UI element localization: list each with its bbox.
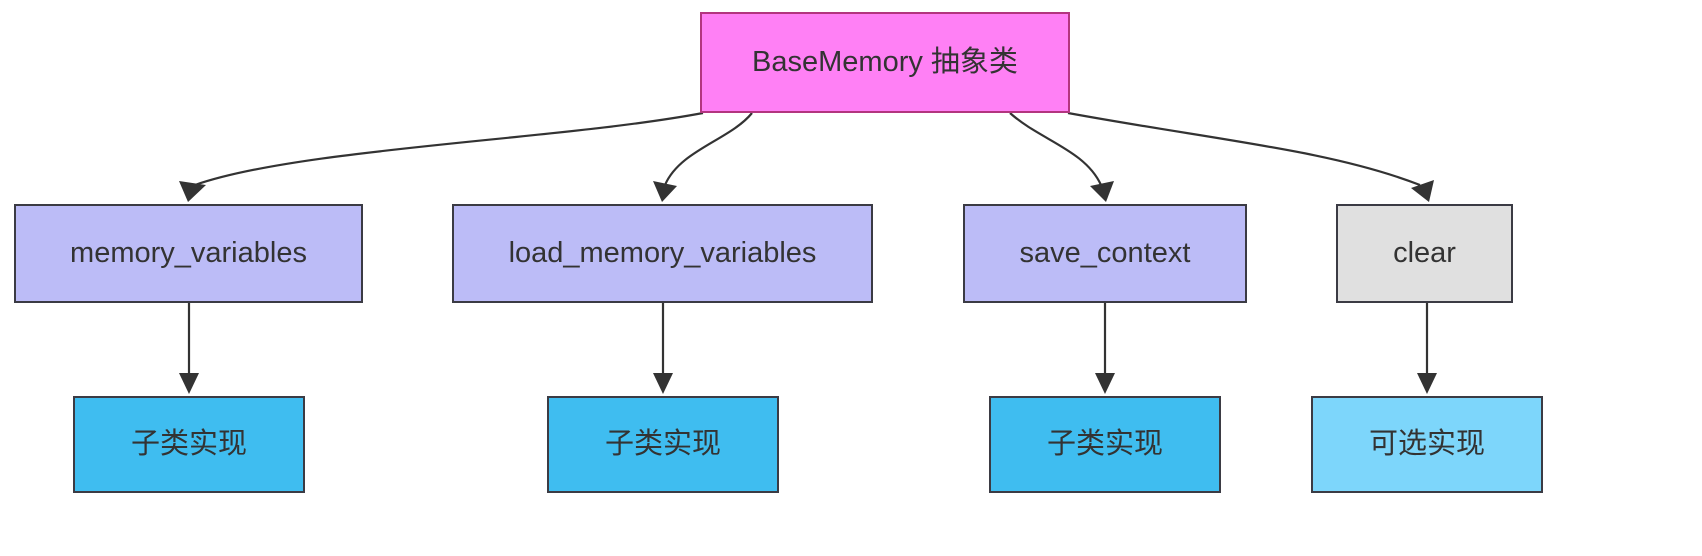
node-label: BaseMemory 抽象类 [752,46,1018,79]
node-label: 子类实现 [1046,428,1163,461]
arrowhead-icon [1417,373,1437,394]
arrowhead-icon [653,373,673,394]
node-memory-variables[interactable]: memory_variables [14,204,363,303]
node-save-context[interactable]: save_context [963,204,1247,303]
edge-save-context-to-impl [1095,303,1115,394]
edge-path [1067,111,1421,187]
arrowhead-icon [653,181,677,202]
edge-path [663,112,753,186]
node-label: 子类实现 [604,428,721,461]
arrowhead-icon [1090,181,1114,202]
edge-root-to-save-context [1009,112,1114,202]
edge-root-to-clear [1067,111,1434,202]
node-label: save_context [1019,237,1191,270]
node-base-memory-abstract-class[interactable]: BaseMemory 抽象类 [700,12,1070,113]
edge-root-to-memory-variables [179,111,704,202]
arrowhead-icon [1095,373,1115,394]
node-impl-load-memory-variables[interactable]: 子类实现 [547,396,779,493]
edge-root-to-load-memory-variables [653,112,753,202]
arrowhead-icon [179,373,199,394]
node-clear[interactable]: clear [1336,204,1513,303]
edge-path [1009,112,1102,186]
node-label: load_memory_variables [508,237,817,270]
arrowhead-icon [179,181,206,202]
node-label: 可选实现 [1368,428,1485,461]
node-load-memory-variables[interactable]: load_memory_variables [452,204,873,303]
node-label: memory_variables [70,237,307,270]
node-label: 子类实现 [130,428,247,461]
node-label: clear [1393,237,1456,270]
node-impl-memory-variables[interactable]: 子类实现 [73,396,305,493]
edge-clear-to-impl [1417,303,1437,394]
edge-memory-variables-to-impl [179,303,199,394]
edge-path [194,111,704,187]
edge-load-memory-variables-to-impl [653,303,673,394]
arrowhead-icon [1411,180,1434,202]
node-impl-clear[interactable]: 可选实现 [1311,396,1543,493]
node-impl-save-context[interactable]: 子类实现 [989,396,1221,493]
